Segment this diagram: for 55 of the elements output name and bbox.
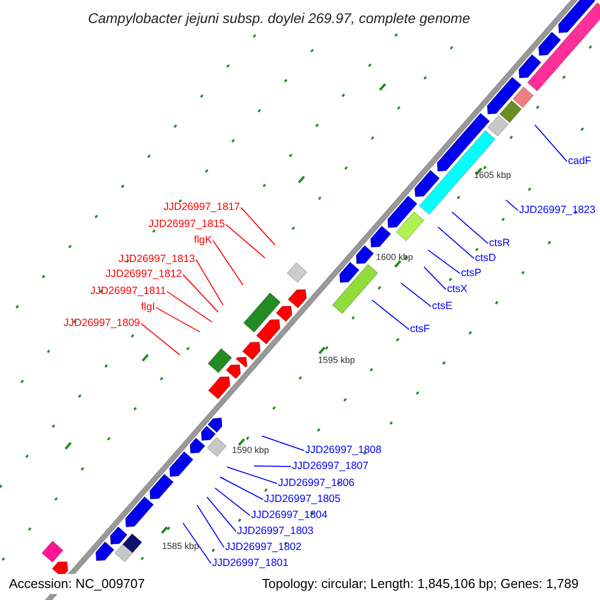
leader-line [240,207,276,246]
leader-line [254,466,292,467]
gene-label: JJD26997_1812 [106,268,182,281]
gene-label: JJD26997_1803 [237,525,314,538]
leader-line [182,274,218,312]
leader-line [214,488,250,516]
leader-line [372,300,410,330]
leader-line [212,240,244,286]
gene-label: ctsD [475,252,496,265]
leader-line [220,476,264,500]
leader-line [156,307,200,332]
gene-label: JJD26997_1801 [212,557,288,570]
gene-label: ctsP [461,267,482,280]
leader-line [196,259,224,306]
leader-line [506,200,518,211]
gene-label: JJD26997_1817 [164,201,240,214]
gene-label: ctsF [410,323,430,336]
gene-label: JJD26997_1809 [64,317,140,330]
leader-line [182,522,212,564]
leader-line [534,124,568,162]
gene-label: ctsE [432,300,452,313]
gene-label: ctsR [489,237,510,250]
scale-label: 1585 kbp [162,540,200,553]
leader-line [452,212,488,244]
title: Campylobacter jejuni subsp. doylei 269.97, complete genome [88,9,470,28]
gene-label: flgI [140,301,155,314]
gene-label: JJD26997_1823 [519,204,596,217]
gene-label: cadF [568,155,592,168]
leader-line [428,250,460,274]
gene-label: JJD26997_1805 [264,493,340,506]
leader-line [140,323,180,356]
scale-label: 1595 kbp [318,354,356,367]
gene-label: JJD26997_1802 [225,541,302,554]
leader-line [226,466,278,484]
leader-line [206,496,236,532]
leader-line [166,291,212,322]
gene-label: JJD26997_1815 [148,218,225,231]
leader-line [438,226,474,259]
leader-line [226,224,266,258]
gene-label: JJD26997_1808 [305,444,382,457]
gene-label: JJD26997_1813 [118,253,195,266]
gene-label: flgK [194,234,212,247]
leader-line [424,266,446,290]
leader-line [196,504,224,548]
gene-label: ctsX [447,283,468,296]
footer-text: Accession: NC_009707 [9,574,145,594]
scale-label: 1600 kbp [376,251,414,264]
leader-line [262,436,304,451]
gene-label: JJD26997_1807 [292,460,368,473]
gene-label: JJD26997_1804 [251,509,328,522]
gene-label: JJD26997_1811 [90,285,166,298]
scale-label: 1605 kbp [474,169,512,182]
leader-line [400,282,432,307]
scale-label: 1590 kbp [232,444,270,457]
gene-label: JJD26997_1806 [278,477,354,490]
